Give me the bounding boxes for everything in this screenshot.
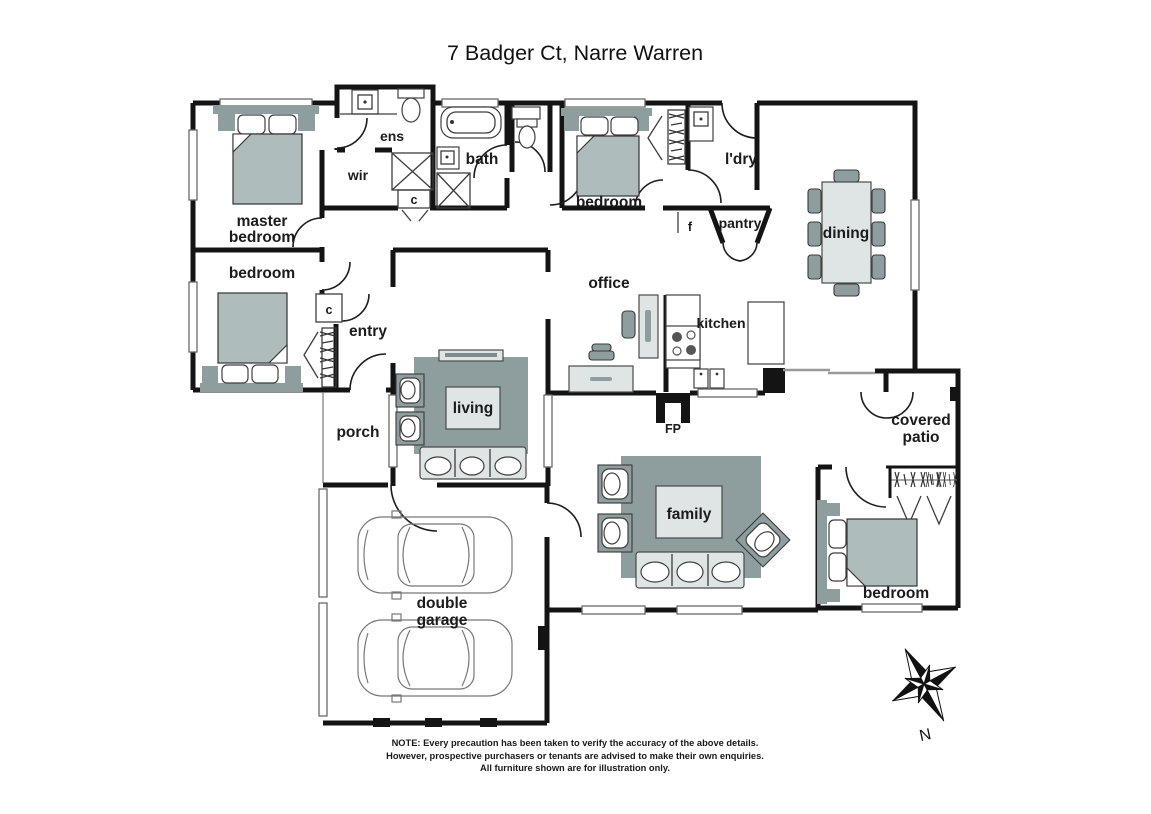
label-pantry: pantry	[719, 215, 762, 231]
bed-left	[200, 292, 303, 392]
bathroom-fixtures	[340, 88, 714, 209]
dining-table-icon	[807, 169, 886, 297]
garage-door	[318, 602, 328, 717]
label-bedroom-left: bedroom	[229, 265, 295, 282]
label-kitchen: kitchen	[696, 315, 745, 331]
label-covered-patio: patio	[902, 429, 939, 446]
label-fridge: f	[688, 220, 693, 234]
closet-box	[315, 293, 343, 323]
label-office: office	[588, 275, 630, 292]
window	[188, 281, 198, 353]
label-fireplace: FP	[665, 422, 681, 436]
label-entry: entry	[349, 323, 387, 340]
bathtub-icon	[440, 106, 502, 139]
label-porch: porch	[336, 424, 379, 441]
fireplace-icon	[656, 393, 690, 423]
label-bath: bath	[466, 151, 499, 168]
family-furniture	[597, 456, 791, 589]
bed-top	[561, 108, 652, 197]
armchair-icon	[395, 411, 425, 446]
wardrobes	[303, 109, 957, 526]
note-line: NOTE: Every precaution has been taken to…	[392, 738, 759, 748]
sliding-door	[783, 368, 875, 375]
kitchen-fixtures	[665, 294, 785, 389]
window	[188, 129, 198, 201]
car-icon	[357, 510, 513, 600]
label-living: living	[453, 400, 493, 417]
armchair-icon	[395, 373, 425, 408]
cooktop-icon	[665, 325, 701, 361]
door-swings	[292, 102, 914, 538]
label-bedroom-top: bedroom	[576, 194, 642, 211]
bed-master	[213, 105, 319, 205]
label-laundry: l'dry	[725, 151, 757, 168]
vanity-icon	[511, 106, 541, 120]
note-line: However, prospective purchasers or tenan…	[386, 751, 764, 761]
label-master-bedroom: master	[237, 213, 288, 230]
label-ens: ens	[380, 128, 404, 144]
label-family: family	[667, 506, 712, 523]
wall-piers	[373, 368, 958, 727]
window	[441, 98, 499, 108]
window	[581, 605, 646, 615]
room-labels: master bedroom bedroom wir ens bath c be…	[229, 128, 951, 629]
armchair-icon	[597, 464, 633, 504]
compass-north-label: N	[918, 726, 933, 745]
living-label-box	[445, 386, 501, 430]
page-title: 7 Badger Ct, Narre Warren	[447, 41, 703, 65]
compass-rose-icon	[891, 648, 957, 722]
window	[861, 603, 923, 613]
window	[564, 98, 646, 108]
label-covered-patio: covered	[891, 412, 950, 429]
family-label-box	[655, 485, 723, 539]
car-icon	[357, 613, 513, 703]
bed-right	[817, 500, 918, 604]
label-garage: double	[417, 595, 468, 612]
label-master-bedroom: bedroom	[229, 229, 295, 246]
office-chair-icon	[621, 310, 636, 339]
label-closet-entry: c	[326, 303, 333, 317]
office-furniture	[568, 294, 659, 393]
label-closet-hall: c	[411, 193, 418, 207]
label-bedroom-right: bedroom	[863, 585, 929, 602]
laundry-trough-icon	[688, 106, 714, 142]
sink-icon	[709, 368, 725, 389]
label-dining: dining	[823, 225, 870, 242]
living-furniture	[395, 349, 528, 480]
window	[910, 199, 920, 291]
windows	[188, 98, 923, 717]
label-garage: garage	[417, 612, 468, 629]
garage-door	[318, 488, 328, 598]
armchair-icon	[597, 513, 633, 553]
toilet-icon	[397, 88, 425, 99]
kitchen-cabinet	[747, 301, 785, 365]
sofa-icon	[635, 551, 745, 589]
armchair-icon	[735, 512, 791, 568]
shower-icon	[391, 152, 471, 209]
note-line: All furniture shown are for illustration…	[480, 763, 670, 773]
label-wir: wir	[347, 167, 369, 183]
disclaimer-note: NOTE: Every precaution has been taken to…	[386, 738, 764, 773]
sofa-icon	[419, 446, 527, 480]
sink-icon	[693, 368, 709, 389]
window	[543, 394, 553, 468]
window	[676, 605, 743, 615]
window	[697, 388, 758, 398]
